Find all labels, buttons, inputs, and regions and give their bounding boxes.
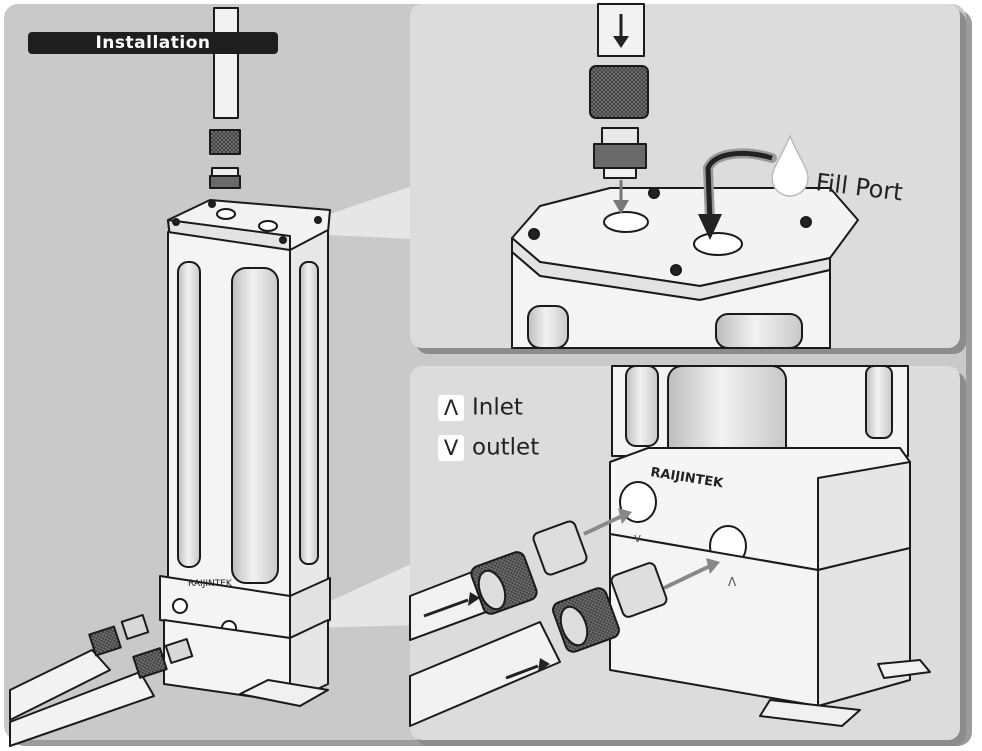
fill-port-inset	[410, 3, 966, 354]
section-title-badge: Installation	[28, 32, 278, 54]
arrow-right-icon	[423, 592, 550, 680]
water-drop-icon	[771, 133, 809, 197]
outlet-port-mark: v	[634, 531, 641, 545]
inlet-port-mark: Λ	[728, 575, 737, 589]
reservoir-overview: RAIJINTEK	[9, 7, 331, 747]
outlet-label: outlet	[472, 434, 540, 461]
legend-inlet: Λ Inlet	[438, 392, 523, 423]
arrow-down-icon	[613, 14, 629, 48]
outlet-symbol: V	[438, 434, 464, 461]
inlet-symbol: Λ	[438, 394, 464, 421]
inlet-outlet-inset: RAIJINTEK v Λ	[409, 365, 966, 746]
zoom-connector-top	[318, 180, 430, 240]
inlet-label: Inlet	[472, 394, 523, 421]
brand-text-small: RAIJINTEK	[188, 579, 233, 589]
